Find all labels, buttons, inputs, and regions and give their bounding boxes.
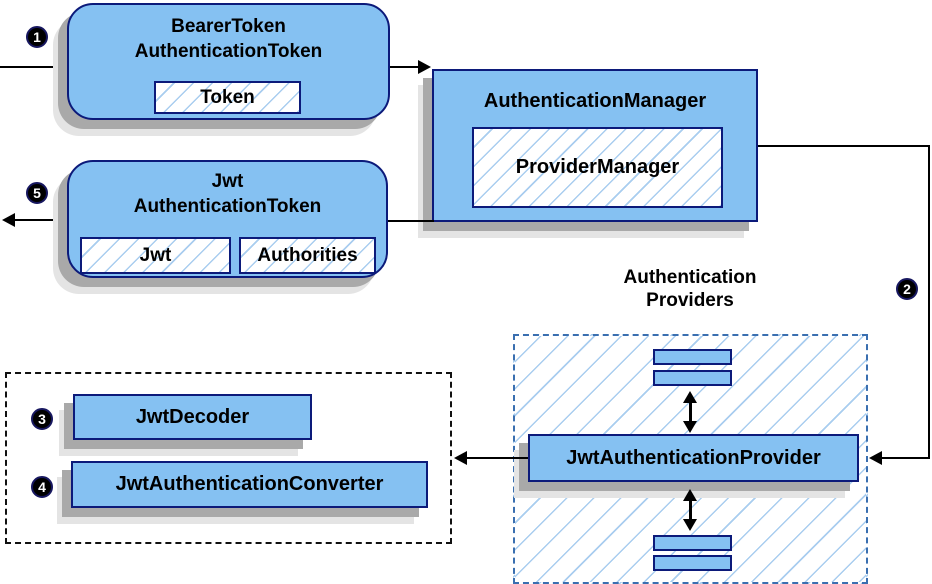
arrow-head: [683, 489, 697, 501]
outgoing-flow-line: [13, 219, 67, 221]
manager-to-provider-line-right: [928, 145, 930, 459]
step-4-badge: 4: [31, 476, 53, 498]
bearer-token-title-line1: BearerToken: [171, 16, 286, 37]
token-field: Token: [154, 81, 301, 114]
other-provider-bar: [653, 555, 732, 571]
provider-link-line: [689, 397, 692, 427]
provider-to-decoder-line: [466, 457, 528, 459]
step-2-badge: 2: [896, 278, 918, 300]
jwt-decoder-node: JwtDecoder: [73, 394, 312, 440]
step-5-badge: 5: [26, 182, 48, 204]
authorities-field: Authorities: [239, 237, 376, 274]
other-provider-bar: [653, 370, 732, 386]
manager-to-provider-line-bottom: [882, 457, 930, 459]
bearer-token-authentication-token-node: BearerToken AuthenticationToken Token: [67, 3, 390, 120]
authentication-manager-title: AuthenticationManager: [483, 90, 707, 112]
providers-label-line2: Providers: [646, 290, 734, 311]
bearer-to-manager-line: [390, 66, 419, 68]
provider-manager-field: ProviderManager: [472, 127, 723, 208]
other-provider-bar: [653, 349, 732, 365]
other-provider-bar: [653, 535, 732, 551]
arrow-head: [683, 421, 697, 433]
arrow-head: [683, 391, 697, 403]
step-3-badge: 3: [31, 408, 53, 430]
providers-label-line1: Authentication: [623, 267, 757, 288]
arrow-head: [454, 451, 467, 465]
provider-link-line: [689, 495, 692, 525]
jwt-token-node-title: Jwt AuthenticationToken: [69, 169, 386, 219]
authentication-manager-node: AuthenticationManager ProviderManager: [432, 69, 758, 222]
incoming-flow-line: [0, 66, 67, 68]
manager-to-jwt-token-line: [388, 220, 434, 222]
arrow-head: [869, 451, 882, 465]
jwt-authentication-converter-node: JwtAuthenticationConverter: [71, 461, 428, 508]
arrow-head: [418, 60, 431, 74]
bearer-token-title-line2: AuthenticationToken: [134, 41, 323, 62]
jwt-token-title-line1: Jwt: [211, 171, 244, 192]
arrow-head: [2, 213, 15, 227]
step-1-badge: 1: [26, 26, 48, 48]
arrow-head: [683, 519, 697, 531]
manager-to-provider-line-top: [758, 145, 930, 147]
jwt-authentication-provider-node: JwtAuthenticationProvider: [528, 434, 859, 482]
jwt-token-title-line2: AuthenticationToken: [133, 196, 322, 217]
decoder-converter-group-box: [5, 372, 452, 544]
bearer-token-node-title: BearerToken AuthenticationToken: [69, 14, 388, 64]
jwt-field: Jwt: [80, 237, 231, 274]
authentication-providers-label: Authentication Providers: [560, 266, 820, 312]
jwt-authentication-token-node: Jwt AuthenticationToken Jwt Authorities: [67, 160, 388, 278]
